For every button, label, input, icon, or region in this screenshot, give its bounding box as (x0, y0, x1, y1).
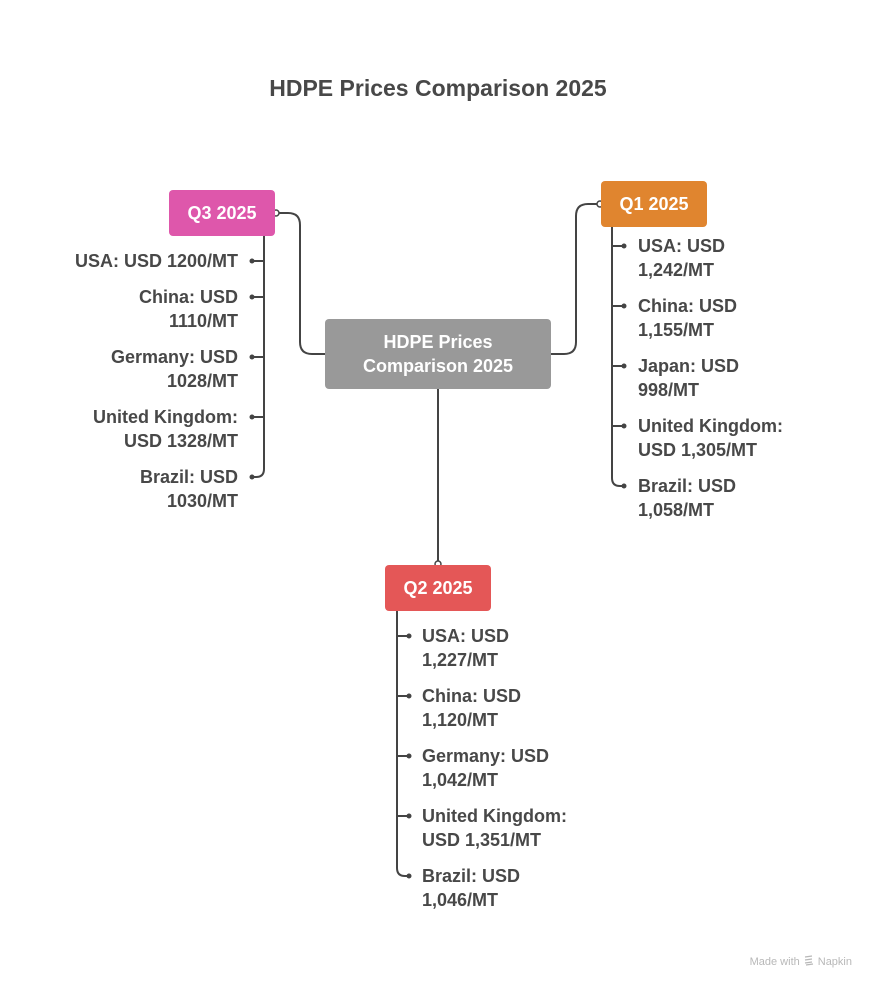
q2-node: Q2 2025 (385, 565, 491, 611)
napkin-brand: Napkin (817, 956, 852, 968)
q1-node: Q1 2025 (601, 181, 707, 227)
central-node-line2: Comparison 2025 (362, 356, 514, 376)
q2-spine (396, 611, 409, 877)
made-with-label: Made with (749, 956, 800, 968)
q3-item: USA: USD 1200/MT (74, 251, 238, 271)
central-node-line1: HDPE Prices (383, 332, 493, 352)
napkin-logo-icon (804, 955, 814, 969)
connector-center-q1 (551, 203, 598, 355)
q3-node: Q3 2025 (169, 190, 275, 236)
q1-spine (611, 227, 624, 487)
q3-item: United Kingdom:USD 1328/MT (93, 407, 238, 451)
q3-spine (252, 236, 265, 478)
diagram-title: HDPE Prices Comparison 2025 (269, 75, 607, 101)
q1-item: United Kingdom:USD 1,305/MT (638, 416, 783, 460)
connector-center-q3 (278, 212, 325, 355)
q2-item: United Kingdom:USD 1,351/MT (422, 806, 567, 850)
made-with-napkin: Made with Napkin (750, 955, 852, 969)
